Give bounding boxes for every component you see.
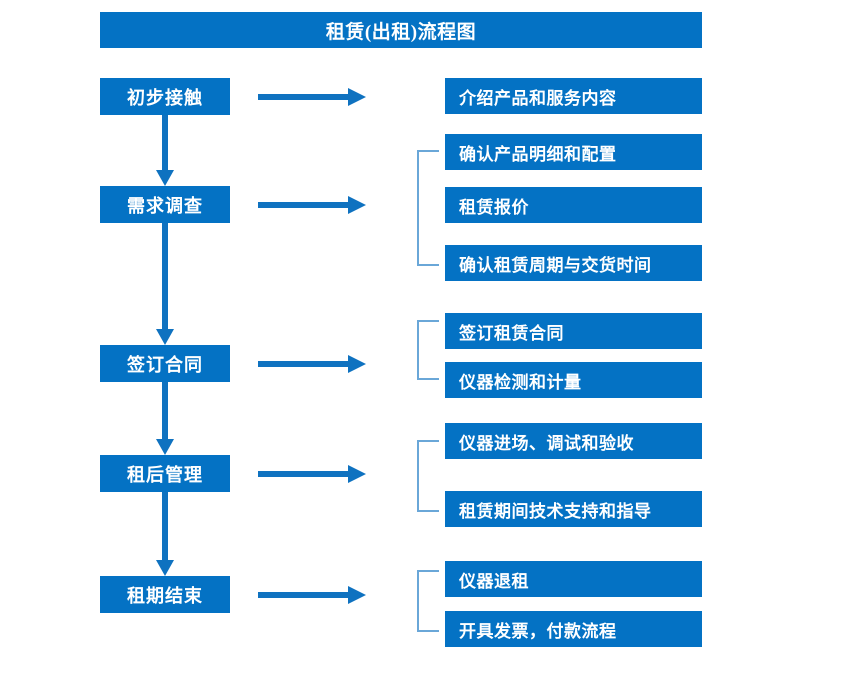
group-bracket-icon-2: [417, 320, 439, 380]
down-arrow-icon-2: [152, 223, 178, 345]
right-arrow-icon-1: [258, 88, 366, 106]
stage-box-3[interactable]: 签订合同: [100, 345, 230, 382]
task-box-2[interactable]: 确认产品明细和配置: [445, 134, 702, 170]
group-bracket-icon-1: [417, 150, 439, 266]
task-box-6[interactable]: 仪器检测和计量: [445, 362, 702, 398]
down-arrow-icon-3: [152, 382, 178, 455]
task-box-8[interactable]: 租赁期间技术支持和指导: [445, 491, 702, 527]
task-box-7[interactable]: 仪器进场、调试和验收: [445, 423, 702, 459]
right-arrow-icon-4: [258, 465, 366, 483]
page-title: 租赁(出租)流程图: [100, 12, 702, 48]
task-box-4[interactable]: 确认租赁周期与交货时间: [445, 245, 702, 281]
stage-box-2[interactable]: 需求调查: [100, 186, 230, 223]
task-box-9[interactable]: 仪器退租: [445, 561, 702, 597]
task-box-10[interactable]: 开具发票，付款流程: [445, 611, 702, 647]
down-arrow-icon-4: [152, 492, 178, 576]
down-arrow-icon-1: [152, 115, 178, 186]
task-box-5[interactable]: 签订租赁合同: [445, 313, 702, 349]
group-bracket-icon-4: [417, 570, 439, 632]
stage-box-4[interactable]: 租后管理: [100, 455, 230, 492]
task-box-1[interactable]: 介绍产品和服务内容: [445, 78, 702, 114]
group-bracket-icon-3: [417, 440, 439, 512]
stage-box-1[interactable]: 初步接触: [100, 78, 230, 115]
stage-box-5[interactable]: 租期结束: [100, 576, 230, 613]
right-arrow-icon-2: [258, 196, 366, 214]
right-arrow-icon-5: [258, 586, 366, 604]
task-box-3[interactable]: 租赁报价: [445, 187, 702, 223]
right-arrow-icon-3: [258, 355, 366, 373]
